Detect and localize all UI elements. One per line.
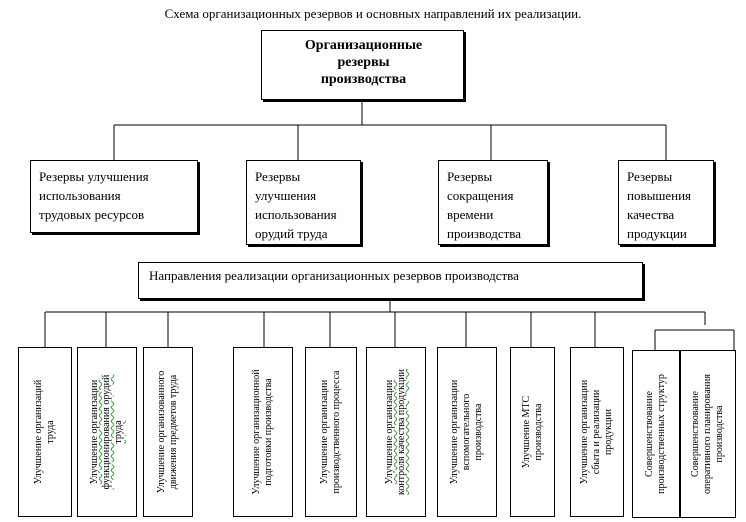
direction-structures: Совершенствование производственных струк… [632, 350, 680, 518]
directions-box: Направления реализации организационных р… [138, 262, 643, 299]
direction-auxiliary-production: Улучшение организации вспомогательного п… [437, 347, 497, 517]
reserve-labor-box: Резервы улучшения использования трудовых… [30, 160, 198, 233]
direction-label: Улучшение организаций труда [33, 379, 56, 485]
direction-label: Улучшение организации контроля качества … [384, 369, 407, 496]
direction-operative-planning: Совершенствование оперативного планирова… [680, 350, 736, 518]
direction-mts: Улучшение МТС производства [510, 347, 555, 517]
reserve-time-label: Резервы сокращения времени производства [447, 169, 522, 241]
reserve-tools-label: Резервы улучшения использования орудий т… [255, 169, 337, 241]
direction-label: Улучшение организации функционирования о… [89, 374, 124, 490]
direction-label: Улучшение МТС производства [520, 395, 544, 469]
direction-label: Совершенствование производственных струк… [644, 374, 667, 494]
direction-label: Совершенствование оперативного планирова… [690, 374, 725, 494]
reserve-time-box: Резервы сокращения времени производства [438, 160, 548, 245]
diagram-title: Схема организационных резервов и основны… [164, 6, 582, 21]
direction-quality-control: Улучшение организации контроля качества … [366, 347, 426, 517]
direction-materials-movement: Улучшение организованного движения предм… [143, 347, 193, 517]
direction-production-preparation: Улучшение организационной подготовки про… [233, 347, 293, 517]
direction-label: Улучшение организационной подготовки про… [251, 369, 274, 495]
direction-label: Улучшение организованного движения предм… [156, 370, 179, 494]
reserve-quality-box: Резервы повышения качества продукции [618, 160, 714, 245]
direction-labor-org: Улучшение организаций труда [18, 347, 72, 517]
direction-label: Улучшение организации производственного … [319, 370, 342, 494]
root-label: Организационные резервы производства [304, 38, 423, 87]
direction-label: Улучшение организации вспомогательного п… [449, 379, 484, 485]
direction-sales: Улучшение организации сбыта и реализации… [570, 347, 624, 517]
direction-label: Улучшение организации сбыта и реализации… [579, 379, 614, 485]
direction-tools-functioning: Улучшение организации функционирования о… [77, 347, 137, 517]
reserve-quality-label: Резервы повышения качества продукции [627, 169, 692, 241]
reserve-tools-box: Резервы улучшения использования орудий т… [246, 160, 361, 245]
directions-label: Направления реализации организационных р… [149, 268, 519, 283]
reserve-labor-label: Резервы улучшения использования трудовых… [39, 169, 149, 222]
root-box: Организационные резервы производства [261, 30, 464, 100]
direction-production-process: Улучшение организации производственного … [305, 347, 357, 517]
